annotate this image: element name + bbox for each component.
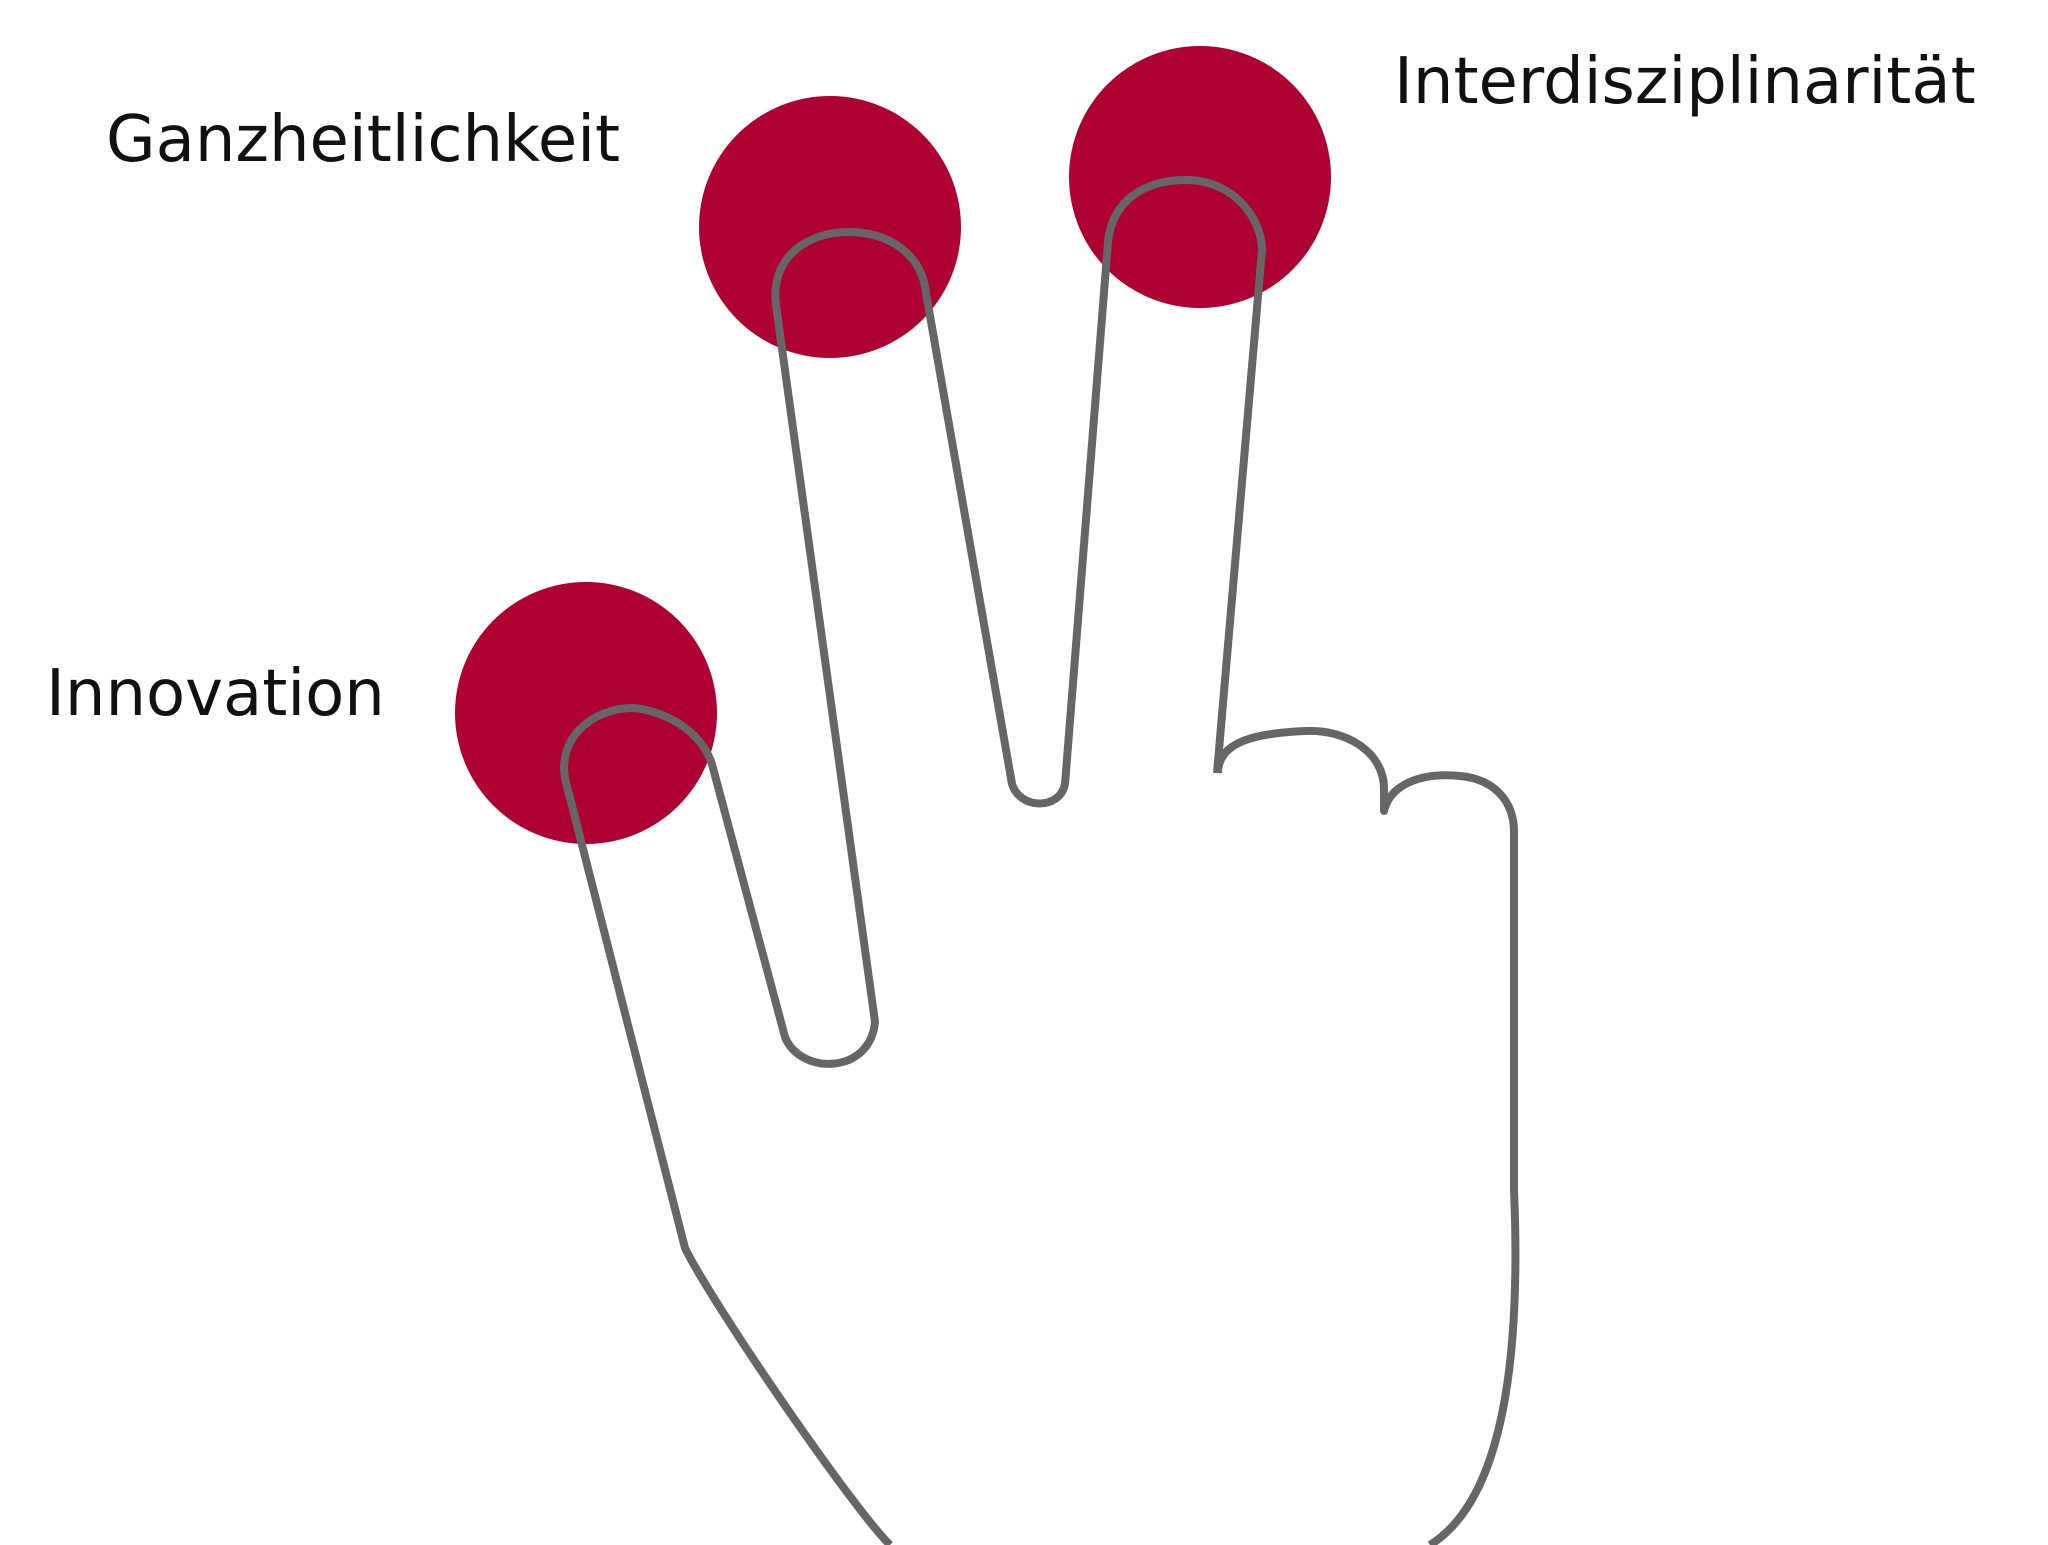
hand-outline-icon [560,176,1520,1545]
label-ganzheitlichkeit: Ganzheitlichkeit [106,103,621,177]
palm-outline [1214,726,1520,1545]
index-finger-outline [560,176,1266,1545]
label-interdisziplinaritaet: Interdisziplinarität [1394,45,1976,119]
fingertip-dot-ganzheitlichkeit [699,96,961,358]
label-innovation: Innovation [46,657,385,731]
fingertip-dot-innovation [455,582,717,844]
